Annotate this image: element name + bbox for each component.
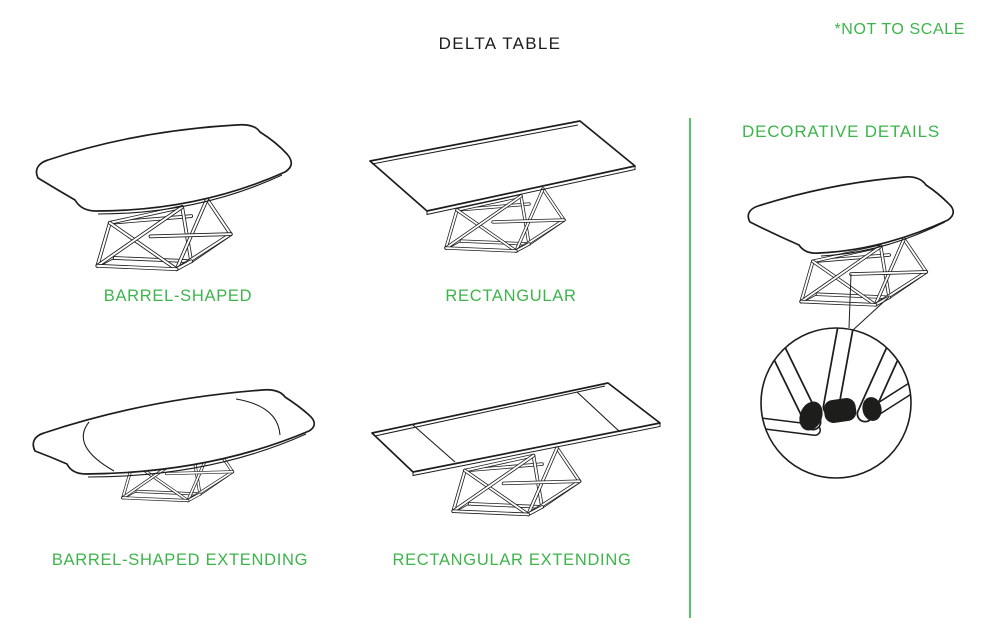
decorative-details-drawing — [747, 175, 955, 479]
decorative-details-heading: DECORATIVE DETAILS — [742, 122, 940, 141]
label-rectangular-extending: RECTANGULAR EXTENDING — [392, 551, 632, 569]
section-divider-line — [689, 118, 691, 618]
barrel-shaped-table-drawing — [35, 123, 293, 272]
not-to-scale-note: *NOT TO SCALE — [834, 21, 965, 38]
page-title: DELTA TABLE — [438, 34, 562, 53]
barrel-shaped-extending-table-drawing — [32, 388, 316, 503]
label-rectangular: RECTANGULAR — [445, 287, 577, 305]
label-barrel-shaped: BARREL-SHAPED — [103, 287, 253, 305]
label-barrel-shaped-extending: BARREL-SHAPED EXTENDING — [51, 551, 309, 569]
rectangular-extending-table-drawing — [371, 382, 661, 517]
black-connector-blobs — [799, 397, 882, 431]
rectangular-table-drawing — [369, 120, 636, 253]
